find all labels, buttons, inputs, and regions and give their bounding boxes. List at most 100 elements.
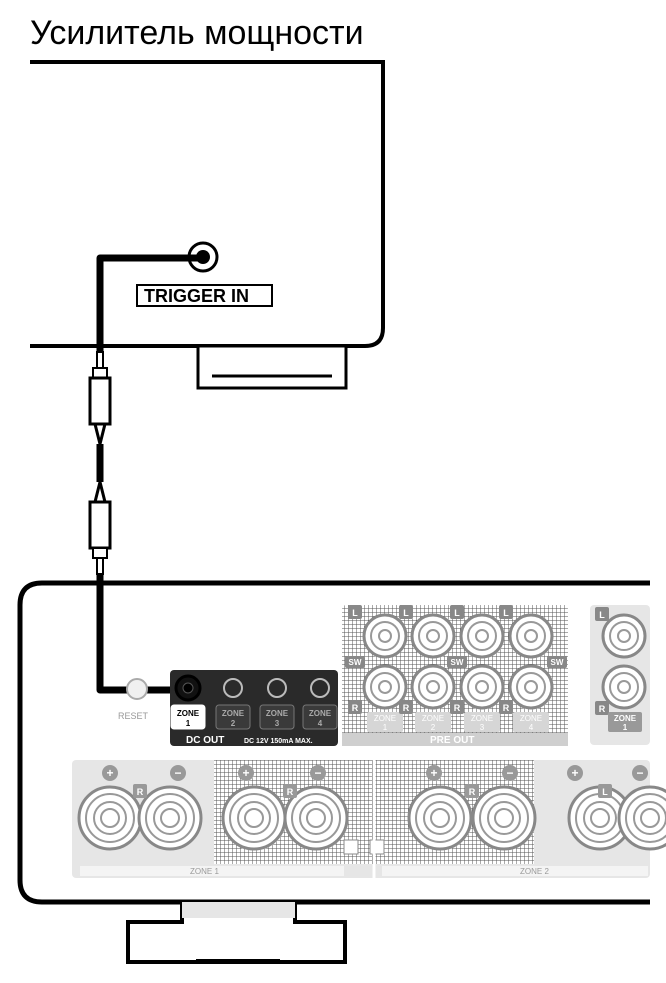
dc-out-zone-number: 3 — [275, 719, 280, 728]
dc-out-zone-number: 4 — [318, 719, 323, 728]
pre-out-sw-badge — [547, 656, 567, 668]
rca-pin — [475, 629, 489, 643]
dc-out-jack-4[interactable] — [310, 678, 330, 698]
terminal-core — [590, 808, 610, 828]
pre-out-zone-word: ZONE — [374, 714, 396, 723]
speaker-zone1-label: ZONE 1 — [190, 867, 219, 876]
pre-out-sw-badge — [345, 656, 365, 668]
dc-out-jack-3[interactable] — [267, 678, 287, 698]
pre-out-sw-text: SW — [551, 658, 564, 667]
speaker-minus-sign — [310, 765, 326, 781]
pre-out-r-badge — [499, 700, 513, 714]
speaker-zone2-label: ZONE 2 — [520, 867, 549, 876]
pre-out-l-badge-text: L — [352, 608, 358, 618]
dc-out-zone-word: ZONE — [222, 709, 245, 718]
speaker-r-badge-text: R — [137, 787, 144, 797]
dc-out-panel — [170, 670, 338, 746]
speaker-r-badge — [133, 784, 147, 798]
dc-out-jack-2[interactable] — [223, 678, 243, 698]
dc-out-zone-tag-1 — [170, 704, 206, 730]
pre-out-zone-word: ZONE — [471, 714, 493, 723]
reset-button[interactable] — [126, 678, 148, 700]
rca-pin — [378, 680, 392, 694]
pre-out-zone-number: 3 — [480, 723, 485, 732]
rca-pin — [426, 629, 440, 643]
speaker-minus-sign-text: − — [636, 766, 643, 780]
speaker-r-badge — [465, 784, 479, 798]
speaker-plus-sign-text: + — [242, 766, 249, 780]
speaker-plus-sign-text: + — [430, 766, 437, 780]
speaker-selector-box — [343, 839, 359, 855]
right-panel-l-badge — [595, 607, 609, 621]
right-panel-zone-word: ZONE — [614, 714, 637, 723]
dc-out-zone-number: 1 — [186, 719, 191, 728]
terminal-core — [494, 808, 514, 828]
terminal-core — [100, 808, 120, 828]
speaker-plus-sign — [567, 765, 583, 781]
speaker-minus-sign-text: − — [506, 766, 513, 780]
pre-out-zone-tag-2 — [415, 712, 451, 732]
pre-out-r-badge-text: R — [503, 703, 510, 713]
pre-out-l-badge-text: L — [454, 608, 460, 618]
rca-pin — [378, 629, 392, 643]
speaker-minus-sign-text: − — [174, 766, 181, 780]
pre-out-l-badge — [399, 605, 413, 619]
pre-out-zone-number: 1 — [383, 723, 388, 732]
right-panel-l-badge-text: L — [599, 610, 605, 620]
speaker-minus-sign — [632, 765, 648, 781]
dc-out-zone-tag-2 — [215, 704, 251, 730]
speaker-l-badge — [598, 784, 612, 798]
pre-out-r-badge-text: R — [454, 703, 461, 713]
pre-out-l-badge-text: L — [403, 608, 409, 618]
trigger-cable — [88, 254, 200, 694]
rca-pin — [524, 680, 538, 694]
dc-out-title: DC OUT — [186, 735, 224, 746]
terminal-core — [430, 808, 450, 828]
dc-out-zone-word: ZONE — [177, 709, 200, 718]
right-panel-r-badge — [595, 701, 609, 715]
pre-out-zone-tag-4 — [513, 712, 549, 732]
speaker-r-badge-text: R — [287, 787, 294, 797]
rca-pin — [617, 680, 631, 694]
rca-pin — [426, 680, 440, 694]
amplifier-foot — [196, 344, 348, 390]
pre-out-r-badge-text: R — [352, 703, 359, 713]
pre-out-zone-word: ZONE — [422, 714, 444, 723]
pre-out-r-badge — [450, 700, 464, 714]
dc-out-zone-tag-4 — [302, 704, 338, 730]
pre-out-r-badge — [399, 700, 413, 714]
rca-pin — [524, 629, 538, 643]
dc-out-zone-word: ZONE — [309, 709, 332, 718]
pre-out-zone-word: ZONE — [520, 714, 542, 723]
speaker-r-badge — [283, 784, 297, 798]
diagram-title: Усилитель мощности — [30, 14, 364, 52]
pre-out-sw-text: SW — [349, 658, 362, 667]
speaker-minus-sign — [170, 765, 186, 781]
pre-out-title: PRE OUT — [430, 735, 474, 746]
speaker-minus-sign-text: − — [314, 766, 321, 780]
speaker-minus-sign — [502, 765, 518, 781]
dc-out-zone-number: 2 — [231, 719, 236, 728]
speaker-plus-sign — [102, 765, 118, 781]
speaker-plus-sign-text: + — [106, 766, 113, 780]
speaker-plus-sign-text: + — [571, 766, 578, 780]
pre-out-zone-number: 2 — [431, 723, 436, 732]
dc-out-jack-core — [182, 682, 194, 694]
power-amplifier: TRIGGER IN — [30, 60, 385, 390]
pre-out-l-badge — [499, 605, 513, 619]
pre-out-l-badge — [450, 605, 464, 619]
right-panel-r-badge-text: R — [599, 704, 606, 714]
speaker-plus-sign — [238, 765, 254, 781]
pre-out-r-badge-text: R — [403, 703, 410, 713]
right-panel-zone-tag — [608, 712, 642, 732]
pre-out-sw-text: SW — [451, 658, 464, 667]
rca-pin — [475, 680, 489, 694]
dc-out-spec: DC 12V 150mA MAX. — [244, 738, 313, 745]
dc-out-zone-word: ZONE — [266, 709, 289, 718]
pre-out-zone-tag-1 — [367, 712, 403, 732]
